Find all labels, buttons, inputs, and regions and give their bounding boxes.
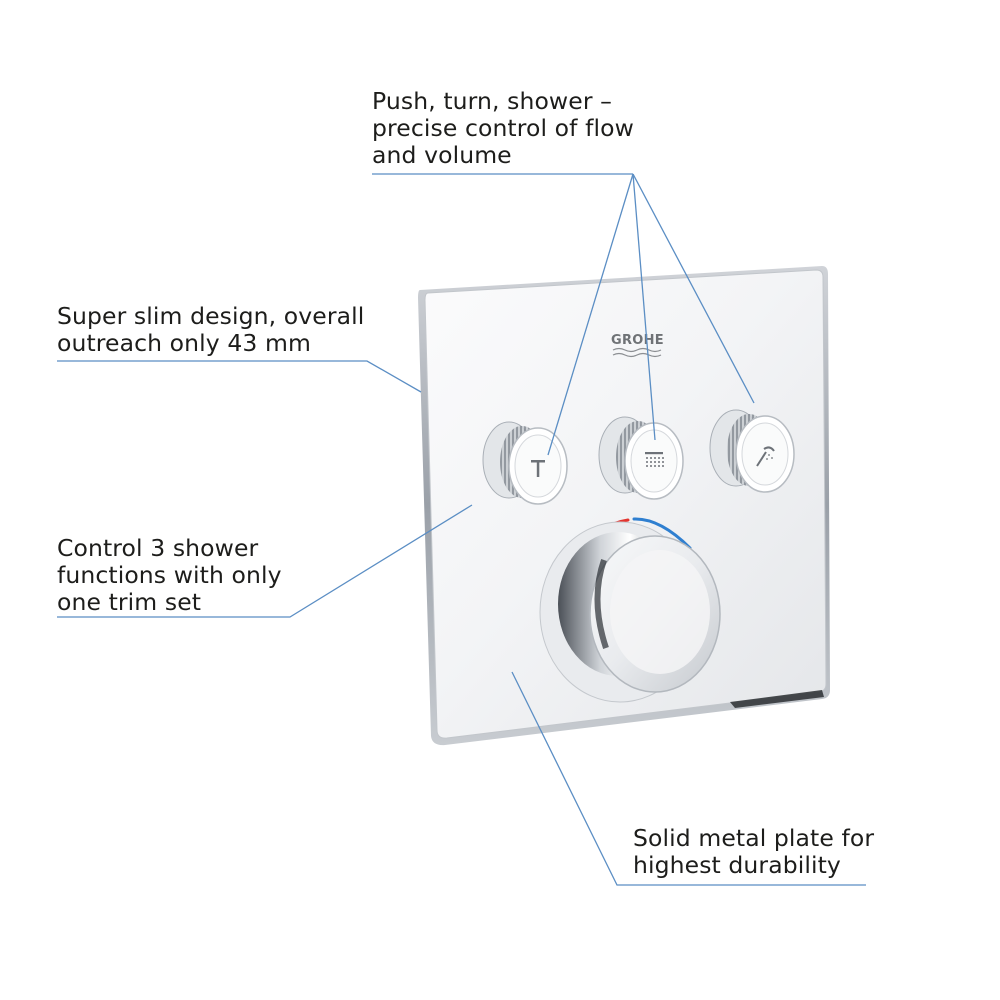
rain-shower-icon bbox=[645, 452, 664, 467]
callout-line: Push, turn, shower – bbox=[372, 87, 612, 115]
callout-line: Control 3 shower bbox=[57, 534, 259, 562]
callout-line: and volume bbox=[372, 141, 512, 169]
leader-lines bbox=[57, 173, 866, 886]
leader-functions bbox=[57, 504, 473, 618]
callout-line: outreach only 43 mm bbox=[57, 329, 312, 357]
leader-slim bbox=[57, 360, 422, 393]
callout-three-functions: Control 3 shower functions with only one… bbox=[57, 535, 282, 616]
callout-super-slim: Super slim design, overall outreach only… bbox=[57, 303, 364, 357]
rain-shower-button[interactable] bbox=[598, 416, 684, 500]
hand-shower-icon bbox=[756, 446, 775, 467]
callout-line: Super slim design, overall bbox=[57, 302, 365, 330]
thermostat-knob[interactable] bbox=[539, 521, 721, 703]
callout-line: Solid metal plate for bbox=[633, 824, 875, 852]
plate-shadow bbox=[730, 690, 824, 708]
grohe-logo: GROHE bbox=[611, 333, 664, 358]
tub-spout-icon bbox=[531, 460, 545, 477]
svg-text:GROHE: GROHE bbox=[611, 333, 664, 348]
callout-line: functions with only bbox=[57, 561, 282, 589]
callout-line: precise control of flow bbox=[372, 114, 634, 142]
callout-line: one trim set bbox=[57, 588, 202, 616]
callout-solid-metal: Solid metal plate for highest durability bbox=[633, 825, 874, 879]
hand-shower-button[interactable] bbox=[709, 409, 795, 493]
logo-wave-icon bbox=[612, 347, 662, 353]
callout-push-turn-shower: Push, turn, shower – precise control of … bbox=[372, 88, 634, 169]
leader-metal bbox=[511, 671, 866, 886]
callout-line: highest durability bbox=[633, 851, 841, 879]
cold-mark bbox=[632, 517, 692, 550]
